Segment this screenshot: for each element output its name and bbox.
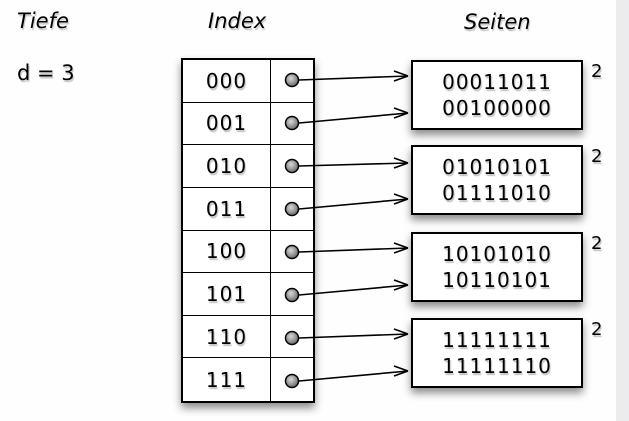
index-row: 010	[183, 145, 313, 188]
index-key: 110	[183, 315, 271, 358]
index-column-header: Index	[208, 9, 267, 33]
index-key: 001	[183, 102, 271, 145]
index-key: 000	[183, 60, 271, 102]
index-row: 011	[183, 187, 313, 231]
index-key: 010	[183, 145, 271, 187]
pointer-cell	[271, 273, 313, 315]
local-depth-value: 2	[591, 61, 603, 82]
page-entry: 00100000	[442, 96, 552, 120]
page-entry: 11111110	[442, 354, 552, 378]
local-depth-value: 2	[591, 146, 603, 167]
index-row: 111	[183, 358, 313, 401]
page-bucket: 00011011 00100000	[411, 60, 583, 130]
index-row: 000	[183, 60, 313, 103]
index-row: 110	[183, 315, 313, 359]
page-entry: 11111111	[442, 328, 552, 352]
global-depth-value: d = 3	[17, 61, 75, 85]
pointer-cell	[271, 103, 313, 145]
page-bucket: 11111111 11111110	[411, 318, 583, 388]
page-entry: 01010101	[442, 155, 552, 179]
local-depth-value: 2	[591, 233, 603, 254]
pages-column-header: Seiten	[464, 10, 531, 34]
page-bucket: 10101010 10110101	[411, 232, 583, 302]
page-bucket: 01010101 01111010	[411, 145, 583, 215]
page-entry: 00011011	[442, 70, 552, 94]
pointer-cell	[271, 188, 313, 230]
page-entry: 10110101	[442, 268, 552, 292]
pointer-cell	[271, 60, 313, 102]
page-entry: 01111010	[442, 181, 552, 205]
pointer-cell	[271, 145, 313, 187]
index-key: 100	[183, 230, 271, 273]
index-key: 101	[183, 273, 271, 315]
pointer-cell	[271, 231, 313, 273]
index-key: 111	[183, 358, 271, 401]
index-key: 011	[183, 187, 271, 230]
index-row: 001	[183, 102, 313, 146]
pointer-cell	[271, 358, 313, 401]
index-row: 101	[183, 273, 313, 316]
page-entry: 10101010	[442, 242, 552, 266]
directory-index-table: 000 001 010 011 100 101 110 111	[181, 58, 315, 403]
index-row: 100	[183, 230, 313, 274]
slide-edge-strip	[616, 0, 629, 421]
local-depth-value: 2	[591, 319, 603, 340]
depth-column-header: Tiefe	[17, 9, 69, 33]
pointer-cell	[271, 316, 313, 358]
